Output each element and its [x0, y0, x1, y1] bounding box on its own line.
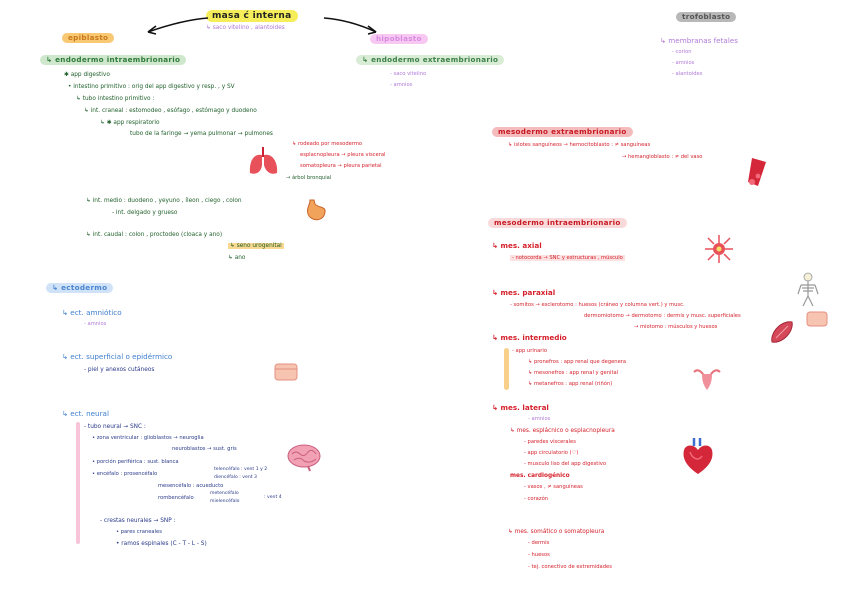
mes-axial: ↳ mes. axial — [492, 241, 542, 250]
int-medio: ↳ int. medio : duodeno , yeyuno , íleon … — [86, 198, 242, 204]
arrow-right-icon — [323, 17, 377, 35]
crestas-neurales: - crestas neurales → SNP : — [100, 518, 176, 524]
skeleton-icon — [797, 272, 819, 307]
neural-line: • zona ventricular : glioblastos → neuro… — [92, 435, 204, 441]
neural-line: • encéfalo : prosencéfalo — [92, 471, 158, 477]
endo-line: ↳ tubo intestino primitivo : — [76, 96, 155, 102]
neural-line: rombencéfalo — [158, 495, 194, 501]
ect-amniotico-item: - amnios — [84, 321, 107, 327]
intermedio-line: ↳ mesonefros : app renal y genital — [528, 370, 619, 376]
endo-line: ↳ ✱ app respiratorio — [100, 120, 160, 126]
paraxial-line: - somitos → esclerotomo : huesos (cráneo… — [510, 302, 685, 308]
intermedio-line: - app urinario — [512, 348, 548, 354]
neural-line: diencéfalo : vent 3 — [214, 475, 257, 480]
ect-superficial: ↳ ect. superficial o epidérmico — [62, 352, 173, 361]
ectodermo-title: ↳ ectodermo — [46, 283, 114, 294]
lateral-line: - app circulatorio (♡) — [524, 450, 579, 456]
endo-line: ✱ app digestivo — [64, 72, 110, 78]
trofo-item: - alantoides — [672, 71, 703, 77]
axial-text: - notocorda → SNC y estructuras , múscul… — [510, 255, 625, 261]
cardio-line: - vasos , ≠ sanguíneas — [524, 484, 583, 490]
lateral-line: ↳ mes. esplácnico o esplacnopleura — [510, 428, 615, 434]
intermedio-line: ↳ pronefros : app renal que degenera — [528, 359, 627, 365]
lateral-line: - amnios — [528, 416, 551, 422]
hipoblasto-title: hipoblasto — [370, 34, 428, 45]
endo-line: ↳ rodeado por mesodermo — [292, 141, 363, 147]
mes-lateral: ↳ mes. lateral — [492, 403, 549, 412]
title-subtitle: ↳ saco vitelino , alantoides — [206, 25, 285, 31]
neural-line: neuroblastos → sust. gris — [172, 446, 237, 452]
meso-extra-line: → hemangioblasto : ≠ del vaso — [622, 154, 703, 160]
neural-line: mielencéfalo — [210, 499, 240, 504]
int-caudal: ↳ int. caudal : colon , proctodeo (cloac… — [86, 232, 223, 238]
arrow-left-icon — [147, 17, 209, 35]
hipo-item: - amnios — [390, 82, 413, 88]
membranas-fetales: ↳ membranas fetales — [660, 36, 738, 45]
somatico-line: - huesos — [528, 552, 550, 558]
trofoblasto-title: trofoblasto — [676, 12, 737, 23]
neural-line: • porción periférica : sust. blanca — [92, 459, 179, 465]
endodermo-intra-title: ↳ endodermo intraembrionario — [40, 55, 187, 66]
skin-icon — [806, 311, 828, 327]
heart-icon — [683, 438, 713, 474]
ano: ↳ ano — [228, 255, 246, 261]
endo-line: → árbol bronquial — [286, 175, 332, 181]
neural-line: mesencéfalo : acueducto — [158, 483, 224, 489]
muscle-icon — [771, 321, 793, 343]
lateral-line: - musculo liso del app digestivo — [524, 461, 607, 467]
neural-bar — [76, 422, 80, 544]
intermedio-line: ↳ metanefros : app renal (riñón) — [528, 381, 613, 387]
endo-line: esplacnopleura → pleura visceral — [300, 152, 386, 158]
hipo-item: - saco vitelino — [390, 71, 427, 77]
lateral-line: - paredes viscerales — [524, 439, 576, 445]
ect-neural: ↳ ect. neural — [62, 409, 109, 418]
mes-somatico: ↳ mes. somático o somatopleura — [508, 529, 605, 535]
brain-icon — [287, 444, 321, 472]
paraxial-line: → miotomo : músculos y huesos — [634, 324, 718, 330]
trofo-item: - corion — [672, 49, 692, 55]
mes-paraxial: ↳ mes. paraxial — [492, 288, 556, 297]
crestas-item: • ramos espinales (C - T - L - S) — [116, 541, 207, 547]
endo-line: tubo de la faringe → yema pulmonar → pul… — [130, 131, 273, 137]
ect-amniotico: ↳ ect. amniótico — [62, 308, 122, 317]
neural-line: - tubo neural → SNC : — [84, 424, 146, 430]
endo-line: ↳ int. craneal : estomodeo , esófago , e… — [84, 108, 257, 114]
lungs-icon — [249, 147, 278, 174]
crestas-item: • pares craneales — [116, 529, 162, 535]
epiblasto-title: epiblasto — [62, 33, 115, 44]
page-title: masa ć interna — [206, 10, 298, 23]
endodermo-extra-title: ↳ endodermo extraembrionario — [356, 55, 505, 66]
intermedio-bar — [504, 348, 509, 390]
seno-text: ↳ seno urogenital — [228, 243, 284, 249]
neural-line: telencéfalo : vent 1 y 2 — [214, 467, 268, 472]
meso-extra-line: ↳ islotes sanguíneos → hemocitoblasto : … — [508, 142, 651, 148]
endo-line: • intestino primitivo : orig del app dig… — [68, 84, 235, 90]
stomach-icon — [306, 199, 326, 221]
neuron-icon — [705, 235, 733, 263]
somatico-line: - tej. conectivo de extremidades — [528, 564, 612, 570]
mes-axial-line: - notocorda → SNC y estructuras , múscul… — [510, 255, 625, 262]
meso-extra-title: mesodermo extraembrionario — [492, 127, 633, 138]
uterus-icon — [693, 369, 721, 390]
somatico-line: - dermis — [528, 540, 550, 546]
neural-line: metencéfalo — [210, 491, 239, 496]
skin-icon — [274, 363, 298, 381]
endo-line: somatopleura → pleura parietal — [300, 163, 382, 169]
neural-line: : vent 4 — [264, 495, 282, 500]
cardio-line: - corazón — [524, 496, 549, 502]
meso-intra-title: mesodermo intraembrionario — [488, 218, 627, 229]
mes-intermedio: ↳ mes. intermedio — [492, 333, 567, 342]
seno-urogenital: ↳ seno urogenital — [228, 243, 284, 250]
mes-cardiogenico: mes. cardiogénico — [510, 473, 570, 479]
paraxial-line: dermomiotomo → dermotomo : dermis y musc… — [584, 313, 741, 319]
blood-vessel-icon — [748, 158, 766, 186]
ect-superficial-item: - piel y anexos cutáneos — [84, 367, 155, 373]
int-medio-sub: - int. delgado y grueso — [112, 210, 178, 216]
trofo-item: - amnios — [672, 60, 695, 66]
